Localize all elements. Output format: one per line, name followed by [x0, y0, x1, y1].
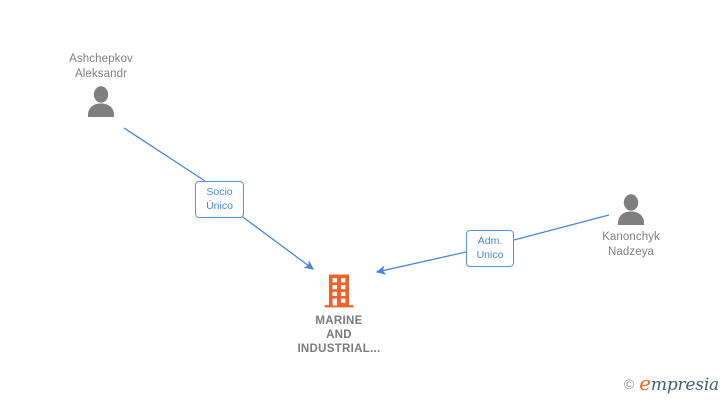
person-node-ashchepkov[interactable]: Ashchepkov Aleksandr — [31, 52, 171, 118]
logo-initial: e — [639, 371, 651, 395]
person-name-ashchepkov: Ashchepkov Aleksandr — [69, 53, 133, 80]
logo-rest: mpresia — [650, 375, 719, 395]
person-avatar-icon — [618, 194, 644, 225]
edge-label-to-company-right — [375, 251, 467, 275]
copyright-icon: © — [623, 375, 635, 392]
edge-label-to-company-left — [235, 211, 315, 270]
empresia-logo-text: empresia — [639, 373, 719, 394]
relation-label-adm-unico[interactable]: Adm. Unico — [466, 230, 514, 267]
company-name-label: MARINE AND INDUSTRIAL... — [297, 315, 381, 355]
person-name-kanonchyk: Kanonchyk Nadzeya — [602, 231, 660, 258]
company-node-marine-and-industrial[interactable]: MARINE AND INDUSTRIAL... — [264, 273, 414, 356]
edge-ashchepkov-to-label — [123, 127, 206, 182]
relation-label-socio-unico[interactable]: Socio Único — [195, 181, 244, 218]
building-icon — [324, 274, 354, 308]
empresia-watermark: © empresia — [624, 373, 719, 394]
person-avatar-icon — [88, 86, 114, 117]
person-node-kanonchyk[interactable]: Kanonchyk Nadzeya — [561, 190, 701, 260]
